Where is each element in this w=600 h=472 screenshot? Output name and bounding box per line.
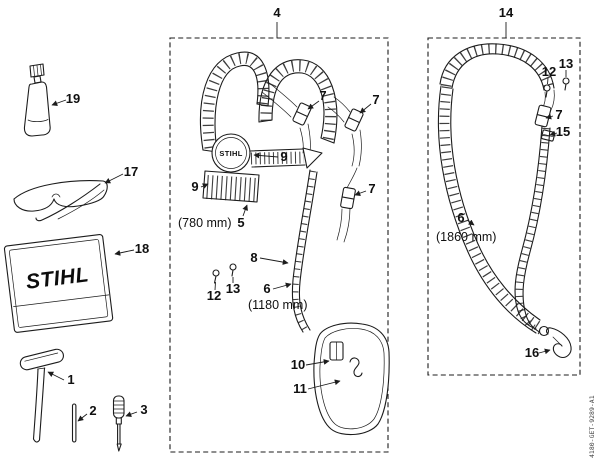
buckle-lower-right	[340, 186, 356, 210]
callout-8-leader	[259, 257, 289, 265]
callout-7d-leader	[545, 113, 554, 120]
callout-17-leader	[104, 173, 124, 184]
t-wrench-illustration	[19, 348, 64, 443]
callout-5-leader	[242, 204, 248, 217]
callout-2-leader	[77, 413, 88, 422]
callout-19-label: 19	[66, 91, 80, 106]
plate-hook	[349, 357, 363, 378]
chest-cross-strap	[249, 148, 306, 168]
callout-9a-leader	[200, 183, 209, 189]
single-strap-illustration	[437, 43, 572, 358]
triangle-link	[302, 147, 323, 169]
callout-7b-label: 7	[372, 92, 379, 107]
strap-right-band	[514, 125, 551, 335]
callout-8-label: 8	[250, 250, 257, 265]
stihl-pouch-illustration: STIHL	[3, 234, 114, 333]
callout-12b-leader	[547, 77, 549, 85]
callout-19-leader	[51, 99, 67, 106]
callout-7a-label: 7	[319, 88, 326, 103]
buckle-upper-left	[292, 102, 312, 126]
callout-15-label: 15	[556, 124, 570, 139]
callout-10-leader	[305, 359, 330, 366]
callout-9b-leader	[253, 152, 279, 159]
pin-illustration	[71, 403, 77, 443]
dimension-780: (780 mm)	[178, 216, 231, 230]
strap-ring	[538, 325, 550, 337]
callout-6a-label: 6	[263, 281, 270, 296]
callout-11-label: 11	[293, 381, 307, 396]
box-label-14: 14	[499, 5, 514, 20]
screwdriver-illustration	[112, 395, 125, 452]
callout-16-leader	[538, 348, 551, 355]
callout-16-label: 16	[525, 345, 539, 360]
callout-5-label: 5	[237, 215, 244, 230]
callout-12b-label: 12	[542, 64, 556, 79]
right-shoulder-pad	[258, 59, 338, 144]
callout-7c-label: 7	[368, 181, 375, 196]
callout-7d-label: 7	[555, 107, 562, 122]
waist-pad	[202, 170, 260, 203]
badge-brand-text: STIHL	[219, 149, 242, 158]
grease-tube-illustration	[23, 63, 51, 137]
safety-glasses-illustration	[13, 180, 108, 222]
box-label-4: 4	[273, 5, 281, 20]
callout-13b-label: 13	[559, 56, 573, 71]
callout-3-label: 3	[140, 402, 147, 417]
dimension-1180: (1180 mm)	[248, 298, 308, 312]
callout-18-leader	[114, 249, 135, 256]
buckle-upper-right	[344, 108, 364, 132]
screw-small	[543, 84, 551, 98]
callout-12a-leader	[214, 281, 216, 291]
dimension-1860: (1860 mm)	[436, 230, 496, 244]
callout-13a-label: 13	[226, 281, 240, 296]
callout-6a-leader	[272, 282, 292, 290]
full-harness-illustration: STIHL	[200, 51, 390, 436]
stihl-badge: STIHL	[211, 133, 251, 173]
screw-small	[562, 77, 570, 91]
callout-1-leader	[47, 371, 65, 381]
callout-10-label: 10	[291, 357, 305, 372]
snap-hook	[546, 327, 572, 358]
callout-17-label: 17	[124, 164, 138, 179]
callout-1-label: 1	[67, 372, 74, 387]
strap-shoulder-pad	[439, 43, 555, 91]
callout-18-label: 18	[135, 241, 149, 256]
callout-7c-leader	[354, 190, 367, 196]
screw-small	[212, 269, 220, 284]
screw-small	[229, 263, 237, 277]
callout-7b-leader	[359, 103, 372, 114]
callout-3-leader	[125, 411, 138, 417]
strap-buckle	[534, 104, 552, 128]
callout-9b-label: 9	[280, 149, 287, 164]
callout-15-leader	[549, 130, 558, 137]
callout-7a-leader	[307, 100, 320, 110]
callout-6b-leader	[466, 219, 475, 226]
callout-12a-label: 12	[207, 288, 221, 303]
hip-plate	[313, 322, 390, 436]
callout-6b-label: 6	[457, 210, 464, 225]
single-strap-box: 14	[427, 5, 581, 376]
callout-2-label: 2	[89, 403, 96, 418]
callout-11-leader	[307, 379, 341, 390]
callout-9a-label: 9	[191, 179, 198, 194]
belt-clip	[329, 341, 344, 361]
drawing-code: 4180-GET-9289-A1	[588, 395, 596, 458]
strap-left-band	[437, 85, 541, 334]
full-harness-box: 4	[169, 5, 389, 453]
long-harness-strap	[291, 169, 318, 333]
